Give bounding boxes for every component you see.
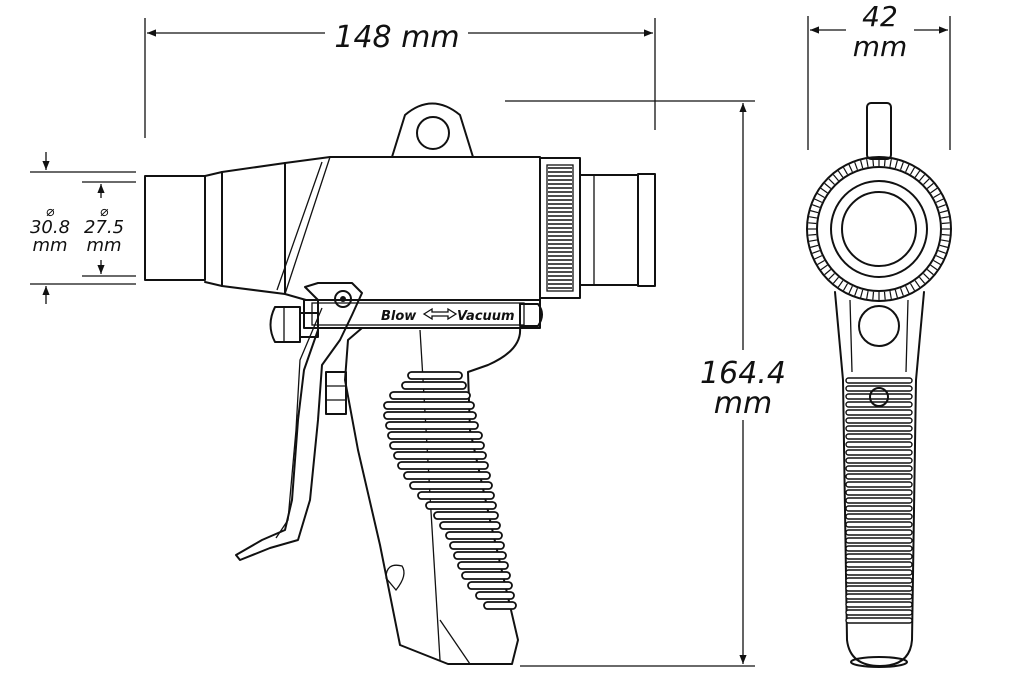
front-eyelet bbox=[866, 102, 892, 160]
vacuum-label: Vacuum bbox=[457, 309, 515, 324]
front-screw bbox=[869, 387, 889, 407]
front-grip bbox=[834, 291, 925, 668]
pistol-grip bbox=[344, 327, 522, 665]
blow-label: Blow bbox=[381, 309, 417, 324]
gun-side-view: Blow Vacuum bbox=[144, 102, 656, 665]
height-value-label: 164.4 bbox=[700, 356, 786, 391]
outer-diameter-value: 30.8 bbox=[30, 217, 70, 238]
front-knurled-ring bbox=[806, 156, 952, 302]
width-value-label: 42 bbox=[862, 0, 898, 33]
inner-diameter-value: 27.5 bbox=[84, 217, 124, 238]
width-dimension: 42 mm bbox=[807, 0, 951, 150]
blow-vacuum-selector: Blow Vacuum bbox=[303, 299, 543, 329]
gun-front-view bbox=[806, 102, 952, 668]
outer-diameter-symbol: ⌀ bbox=[46, 204, 55, 220]
trigger-lever bbox=[235, 282, 363, 561]
front-nozzle-inner bbox=[841, 191, 917, 267]
hanging-eyelet bbox=[391, 102, 474, 158]
inner-diameter-symbol: ⌀ bbox=[100, 204, 109, 220]
height-unit-label: mm bbox=[714, 386, 772, 421]
front-nozzle-outer bbox=[830, 180, 928, 278]
double-arrow-icon bbox=[422, 307, 458, 321]
knurled-ring bbox=[539, 157, 581, 299]
height-dimension: 164.4 mm bbox=[505, 100, 786, 667]
length-label: 148 mm bbox=[334, 20, 459, 55]
gun-body bbox=[276, 156, 541, 301]
outer-diameter-unit: mm bbox=[32, 235, 67, 256]
width-unit-label: mm bbox=[853, 30, 908, 63]
inlet-fitting bbox=[269, 306, 319, 343]
length-dimension: 148 mm bbox=[144, 18, 656, 138]
nozzle-diameter-dimensions: ⌀ 30.8 mm ⌀ 27.5 mm bbox=[30, 152, 136, 304]
rear-tube bbox=[579, 173, 656, 287]
inner-diameter-unit: mm bbox=[86, 235, 121, 256]
nozzle bbox=[144, 162, 286, 295]
